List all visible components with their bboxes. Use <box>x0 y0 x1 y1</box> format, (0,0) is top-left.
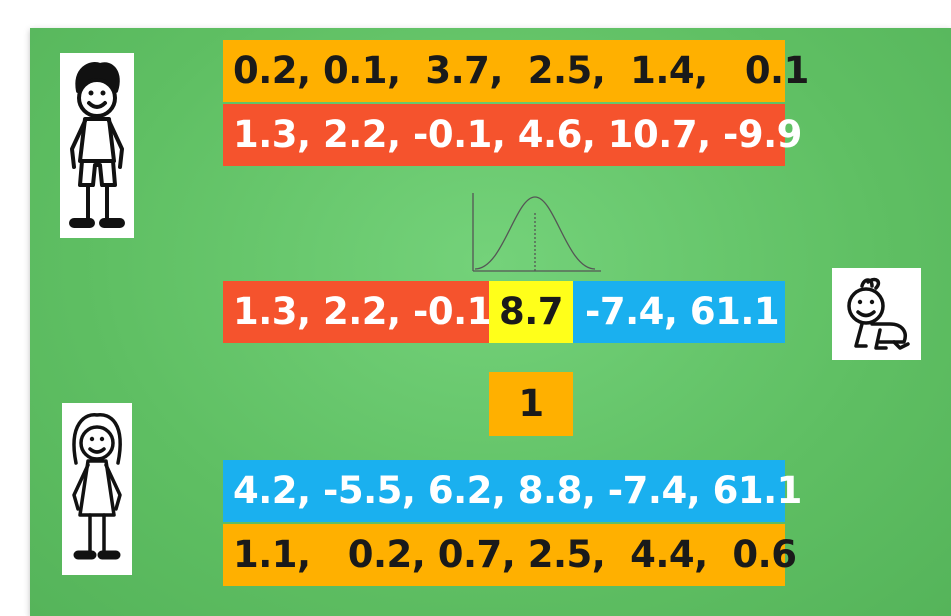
girl-figure-icon <box>62 403 132 575</box>
selector-box: 1 <box>489 372 573 436</box>
child-row-blue-segment: -7.4, 61.1 <box>573 281 785 343</box>
girl-row-1: 4.2, -5.5, 6.2, 8.8, -7.4, 61.1 <box>223 460 802 522</box>
baby-figure-icon <box>832 268 921 360</box>
bell-curve-icon <box>472 193 601 273</box>
boy-figure-icon <box>60 53 134 238</box>
boy-row-2: 1.3, 2.2, -0.1, 4.6, 10.7, -9.9 <box>223 104 802 166</box>
girl-row-2: 1.1, 0.2, 0.7, 2.5, 4.4, 0.6 <box>223 524 797 586</box>
slide: 0.2, 0.1, 3.7, 2.5, 1.4, 0.1 1.3, 2.2, -… <box>30 28 951 616</box>
child-row-red-segment: 1.3, 2.2, -0.1, <box>223 281 506 343</box>
child-row-highlight: 8.7 <box>489 281 573 343</box>
boy-row-1: 0.2, 0.1, 3.7, 2.5, 1.4, 0.1 <box>223 40 809 102</box>
